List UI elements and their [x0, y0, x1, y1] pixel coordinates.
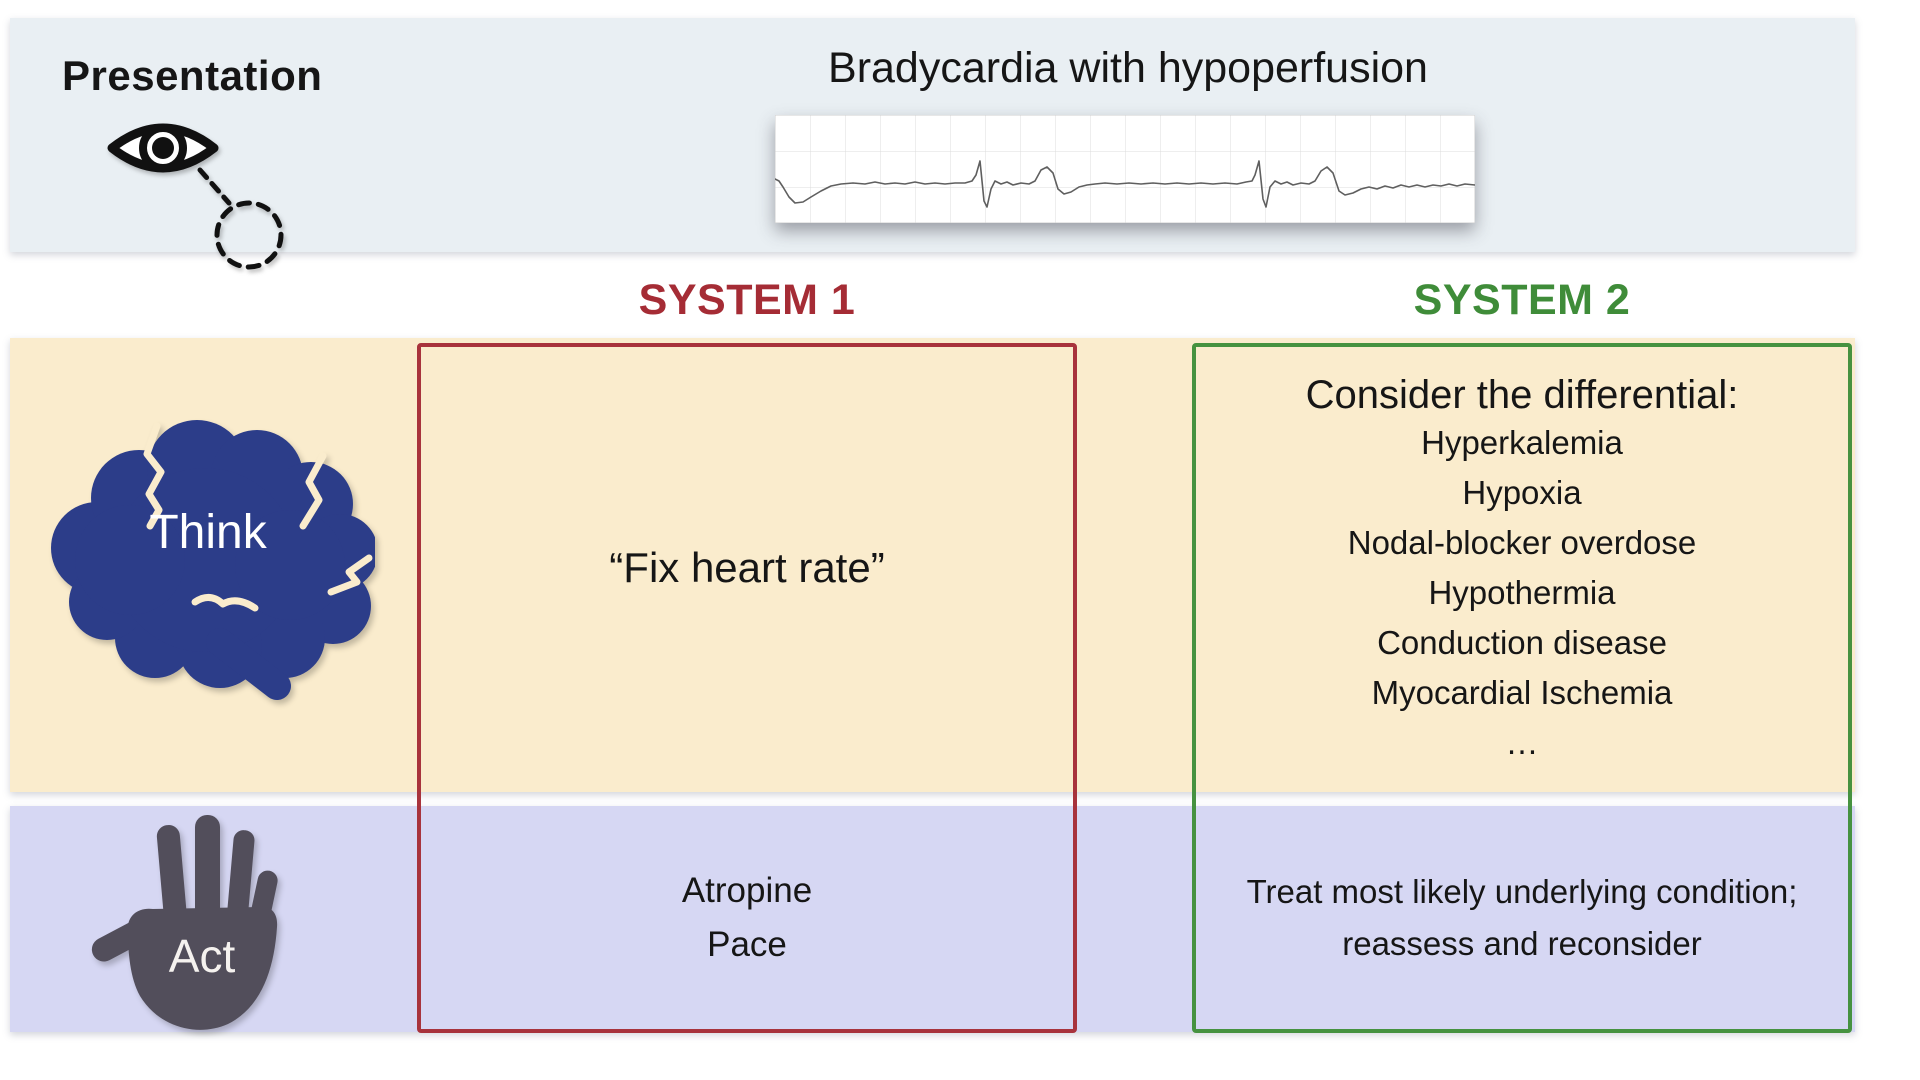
differential-item: Hypoxia [1462, 474, 1582, 511]
system1-act-line: Pace [707, 925, 787, 964]
differential-title: Consider the differential: [1305, 373, 1739, 417]
system1-act-line: Atropine [681, 871, 813, 910]
system2-header: SYSTEM 2 [1413, 276, 1631, 324]
brain-fissure-front [143, 422, 165, 530]
ecg-trace [775, 160, 1475, 208]
system1-think-text: “Fix heart rate” [609, 543, 885, 591]
system2-box [1192, 343, 1852, 1033]
system1-box [417, 343, 1077, 1033]
differential-item: Hyperkalemia [1421, 424, 1623, 461]
act-row-label: Act [168, 930, 236, 982]
dashed-magnifier-circle [214, 200, 284, 270]
dashed-connector-line [197, 167, 232, 206]
think-row-label: Think [149, 506, 267, 559]
hand-icon [91, 815, 278, 1030]
differential-item: Conduction disease [1377, 624, 1667, 661]
system2-act-cell: Treat most likely underlying condition; … [1196, 806, 1848, 1030]
system1-header: SYSTEM 1 [638, 276, 856, 324]
differential-ellipsis: … [1505, 724, 1539, 761]
brain-fissure-bottom [191, 594, 259, 612]
brain-fissure-lower [327, 554, 373, 596]
differential-item: Hypothermia [1428, 574, 1616, 611]
system1-act-cell: Atropine Pace [421, 806, 1073, 1030]
brain-icon [51, 420, 375, 700]
ecg-rhythm-strip [775, 115, 1475, 223]
eye-icon [107, 123, 284, 270]
differential-item: Nodal-blocker overdose [1347, 524, 1697, 561]
case-title: Bradycardia with hypoperfusion [828, 44, 1428, 92]
presentation-label: Presentation [62, 52, 323, 99]
differential-item: Myocardial Ischemia [1371, 674, 1673, 711]
brain-fissure-rear [299, 452, 327, 530]
system2-act-line: Treat most likely underlying condition; [1246, 873, 1798, 910]
system2-think-cell: Consider the differential: Hyperkalemia … [1196, 347, 1848, 768]
system2-act-line: reassess and reconsider [1342, 925, 1702, 962]
act-band [10, 806, 1855, 1032]
